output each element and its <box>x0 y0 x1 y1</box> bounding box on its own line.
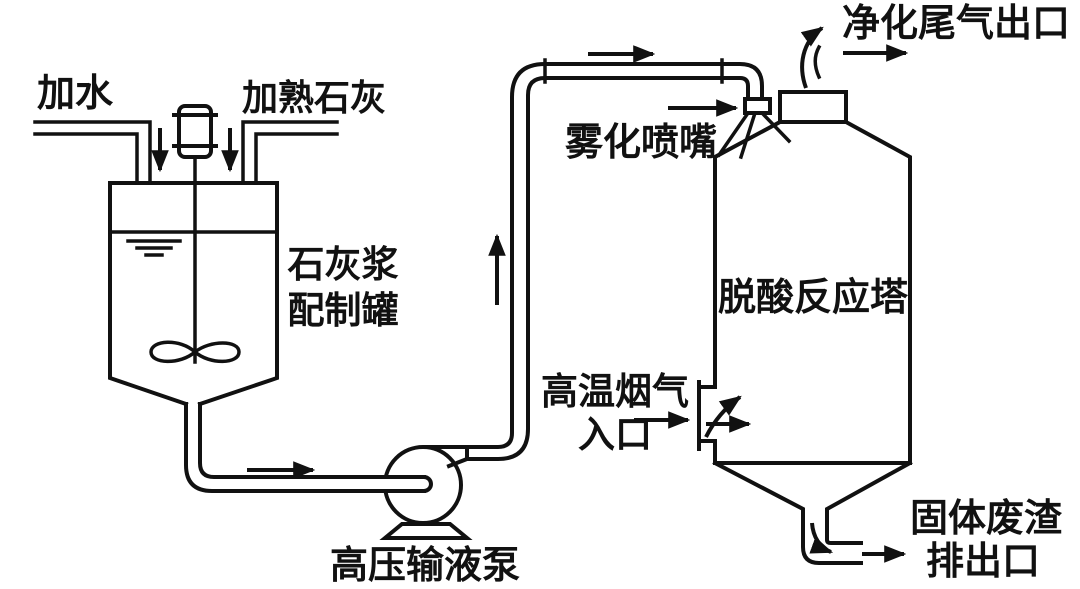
water-inlet-pipe <box>33 120 152 185</box>
label-add-slaked-lime: 加熟石灰 <box>242 78 386 118</box>
motor-flange-lines <box>172 113 218 148</box>
liquid-level-icon <box>126 239 182 257</box>
label-waste-line2: 排出口 <box>926 541 1040 583</box>
label-add-water: 加水 <box>37 73 114 115</box>
labels: 加水 加熟石灰 石灰浆 配制罐 高压输液泵 雾化喷嘴 净化尾气出口 脱酸反应塔 … <box>37 3 1070 587</box>
lime-slurry-tank <box>33 104 339 407</box>
label-flue-gas-line1: 高温烟气 <box>541 371 689 413</box>
label-nozzle: 雾化喷嘴 <box>565 122 717 164</box>
flue-inside-curved-arrow <box>704 395 742 438</box>
label-flue-gas-line2: 入口 <box>578 415 652 456</box>
flue-inlet-stub <box>697 380 717 451</box>
label-waste-line1: 固体废渣 <box>910 498 1063 540</box>
label-tank-line1: 石灰浆 <box>287 244 399 286</box>
impeller-icon <box>149 340 241 364</box>
exhaust-curved-arrow <box>800 26 824 89</box>
lime-inlet-pipe <box>241 120 339 185</box>
suction-pipe-fill <box>186 404 431 491</box>
reaction-tower <box>634 26 913 565</box>
tower-shell <box>712 119 913 565</box>
label-pump: 高压输液泵 <box>330 545 520 587</box>
label-tank-line2: 配制罐 <box>288 290 399 332</box>
pipe-flange-ticks <box>543 58 724 84</box>
waste-curved-arrow <box>809 522 834 554</box>
high-pressure-pump <box>184 45 764 540</box>
spray-lines <box>716 110 792 160</box>
pump-base <box>379 522 473 540</box>
suction-pipe <box>184 402 433 494</box>
pump-discharge-pipe <box>423 62 764 469</box>
label-exhaust-outlet: 净化尾气出口 <box>842 3 1070 45</box>
atomizing-nozzle <box>743 97 772 115</box>
tower-top-cap <box>778 90 848 124</box>
exhaust-inner-curve <box>813 44 822 80</box>
label-tower: 脱酸反应塔 <box>718 277 909 319</box>
